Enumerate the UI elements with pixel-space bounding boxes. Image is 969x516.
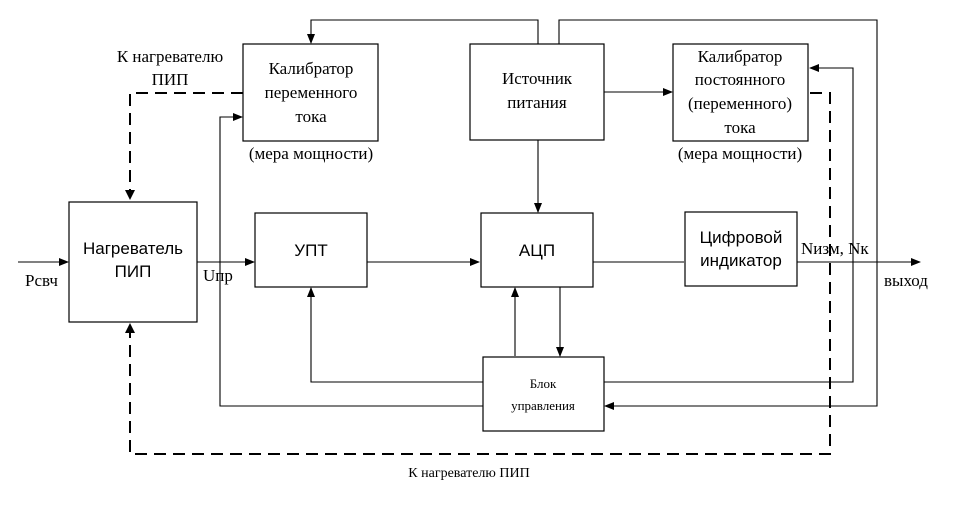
control-to-calibrator-ac-arrow bbox=[219, 113, 483, 407]
block-indicator: Цифровой индикатор bbox=[684, 211, 798, 287]
n-values-label: Nизм, Nк bbox=[801, 239, 869, 258]
input-label: Pсвч bbox=[25, 271, 58, 290]
calibrator-dc-label-1: Калибратор bbox=[698, 47, 783, 66]
output-label: выход bbox=[884, 271, 928, 290]
calibrator-dc-label-3: (переменного) bbox=[688, 94, 792, 113]
control-label-1: Блок bbox=[530, 376, 557, 391]
indicator-label-1: Цифровой bbox=[700, 228, 783, 247]
power-source-label-1: Источник bbox=[502, 69, 573, 88]
calibrator-ac-label-1: Калибратор bbox=[269, 59, 354, 78]
calibrator-ac-label-2: переменного bbox=[265, 83, 358, 102]
control-to-upt-arrow bbox=[307, 287, 483, 383]
heater-label-2: ПИП bbox=[115, 262, 152, 281]
block-adc: АЦП bbox=[480, 212, 594, 288]
control-to-calibrator-dc-arrow bbox=[604, 64, 854, 383]
power-source-label-2: питания bbox=[507, 93, 567, 112]
calibrator-dc-note: (мера мощности) bbox=[678, 144, 802, 163]
block-calibrator-dc: Калибратор постоянного (переменного) ток… bbox=[672, 43, 809, 142]
calibrator-ac-label-3: тока bbox=[295, 107, 327, 126]
calibrator-dc-label-4: тока bbox=[724, 118, 756, 137]
block-upt: УПТ bbox=[254, 212, 368, 288]
indicator-label-2: индикатор bbox=[700, 251, 782, 270]
control-label-2: управления bbox=[511, 398, 575, 413]
dashed-arrowhead-bottom bbox=[125, 323, 135, 333]
to-heater-top-label-2: ПИП bbox=[152, 70, 189, 89]
calibrator-ac-to-heater-dashed bbox=[129, 92, 243, 195]
adc-label: АЦП bbox=[519, 241, 555, 260]
dashed-arrowhead-top bbox=[125, 190, 135, 200]
calibrator-dc-to-heater-dashed bbox=[129, 92, 831, 455]
block-heater: Нагреватель ПИП bbox=[68, 201, 198, 323]
bus-to-calibrator-ac-arrow bbox=[307, 19, 539, 44]
block-power-source: Источник питания bbox=[469, 43, 605, 141]
block-control: Блок управления bbox=[482, 356, 605, 432]
calibrator-ac-note: (мера мощности) bbox=[249, 144, 373, 163]
calibrator-dc-label-2: постоянного bbox=[695, 70, 786, 89]
upt-label: УПТ bbox=[294, 241, 327, 260]
bus-to-control-arrow bbox=[558, 19, 878, 410]
to-heater-bottom-label: К нагревателю ПИП bbox=[408, 466, 529, 481]
to-heater-top-label-1: К нагревателю bbox=[117, 47, 224, 66]
heater-label-1: Нагреватель bbox=[83, 239, 183, 258]
u-pr-label: Uпр bbox=[203, 266, 233, 285]
connections bbox=[18, 19, 921, 455]
block-calibrator-ac: Калибратор переменного тока bbox=[242, 43, 379, 142]
